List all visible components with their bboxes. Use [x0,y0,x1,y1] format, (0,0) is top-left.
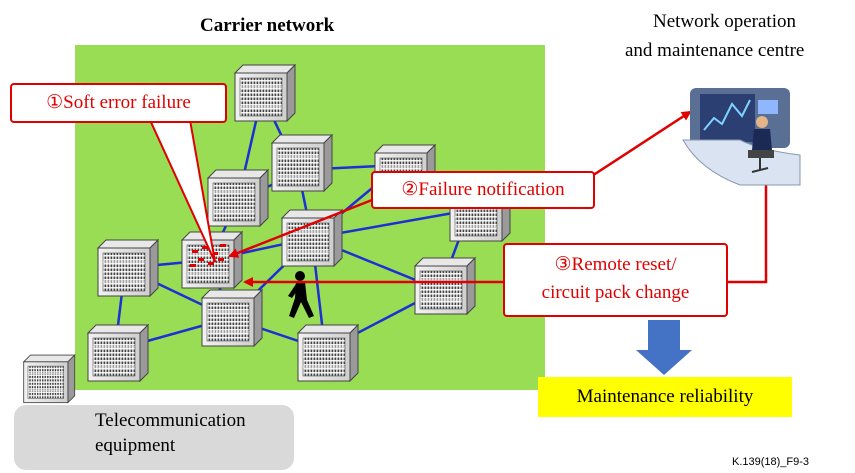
telecom-equipment-icon [97,239,159,297]
failed-equipment-highlight [190,244,226,267]
maintenance-worker-icon [288,271,314,318]
legend-label-line1: Telecommunication [95,410,246,431]
telecom-equipment-icon [207,169,269,227]
remote-reset-line2: circuit pack change [541,282,690,303]
telecom-equipment-icon [281,209,343,267]
noc-operator-icon [682,88,801,186]
maintenance-reliability-box: Maintenance reliability [538,377,792,417]
result-down-arrow [636,320,692,375]
figure-id: K.139(18)_F9-3 [732,456,810,468]
carrier-network-title: Carrier network [200,15,335,36]
remote-reset-callout: ③Remote reset/ circuit pack change [503,243,728,317]
remote-reset-line1: ③Remote reset/ [554,254,677,275]
failure-notification-callout: ②Failure notification [371,171,595,209]
noc-title-line2: and maintenance centre [625,40,805,61]
noc-title-line1: Network operation [653,11,796,32]
soft-error-callout: ①Soft error failure [10,83,227,123]
telecom-equipment-icon [234,64,296,122]
telecom-equipment-icon [297,324,359,382]
telecom-equipment-icon [23,354,76,404]
telecom-equipment-icon [201,289,263,347]
legend-label: Telecommunication equipment [95,408,246,458]
telecom-equipment-icon [87,324,149,382]
legend [14,405,294,470]
legend-label-line2: equipment [95,435,176,456]
telecom-equipment-icon [271,134,333,192]
telecom-equipment-icon [414,257,476,315]
